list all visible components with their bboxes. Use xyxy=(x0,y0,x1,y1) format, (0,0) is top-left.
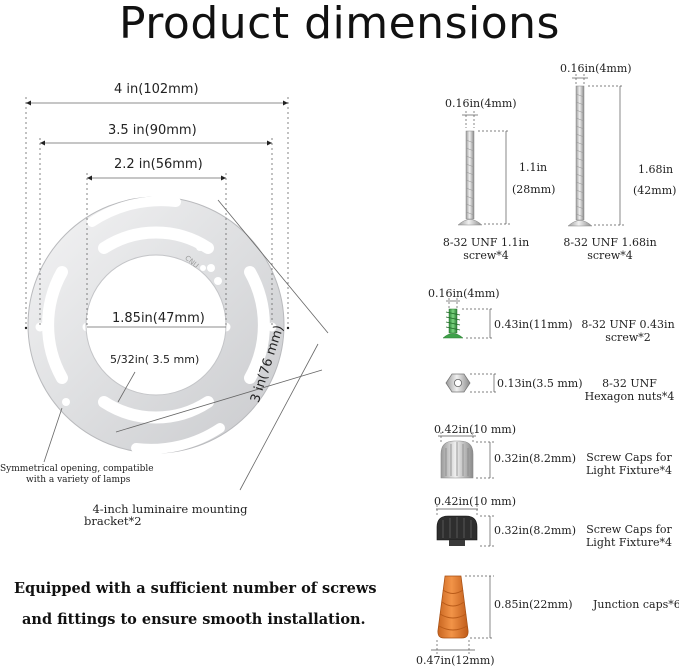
bracket-dimension-lines xyxy=(25,97,329,491)
green-screw-width: 0.16in(4mm) xyxy=(428,287,500,300)
dim-inner-label: 2.2 in(56mm) xyxy=(114,157,203,172)
bracket-dimension-ticks xyxy=(24,100,290,330)
silver-cap-drawing xyxy=(440,440,474,479)
junction-cap-name: Junction caps*6 xyxy=(593,598,679,611)
long-screw-name-line2: screw*4 xyxy=(587,249,633,262)
silver-cap-name-line1: Screw Caps for xyxy=(586,451,672,464)
bracket-note-line2: with a variety of lamps xyxy=(26,475,131,485)
hex-nut-dimension-lines xyxy=(470,373,498,393)
black-cap-name-line2: Light Fixture*4 xyxy=(586,536,672,549)
dim-center-label: 1.85in(47mm) xyxy=(112,311,205,326)
hex-nut-name: 8-32 UNF Hexagon nuts*4 xyxy=(580,377,679,403)
black-cap-width: 0.42in(10 mm) xyxy=(434,495,517,508)
long-screw-name: 8-32 UNF 1.68in screw*4 xyxy=(556,236,664,262)
bracket-caption-line2: bracket*2 xyxy=(84,514,142,528)
short-screw-name-line2: screw*4 xyxy=(463,249,509,262)
bracket-note-line1: Symmetrical opening, compatible xyxy=(0,464,154,474)
long-screw-length-in: 1.68in xyxy=(638,163,674,176)
long-screw-drawing xyxy=(567,85,593,227)
page-title: Product dimensions xyxy=(119,0,560,49)
short-screw-dimension-lines xyxy=(462,111,510,225)
short-screw-length-in: 1.1in xyxy=(519,161,548,174)
tagline-line1: Equipped with a sufficient number of scr… xyxy=(14,580,377,597)
black-cap-name: Screw Caps for Light Fixture*4 xyxy=(579,523,679,549)
bracket-note: Symmetrical opening, compatible with a v… xyxy=(0,464,170,486)
short-screw-width: 0.16in(4mm) xyxy=(445,97,517,110)
green-screw-name: 8-32 UNF 0.43in screw*2 xyxy=(578,318,678,344)
short-screw-drawing xyxy=(457,130,483,226)
long-screw-dimension-lines xyxy=(572,74,624,226)
mounting-bracket xyxy=(27,196,285,454)
bracket-caption-line1: 4-inch luminaire mounting xyxy=(92,502,248,516)
black-cap-drawing xyxy=(436,515,478,546)
green-screw-name-line1: 8-32 UNF 0.43in xyxy=(581,318,675,331)
silver-cap-height: 0.32in(8.2mm) xyxy=(494,452,577,465)
long-screw-name-line1: 8-32 UNF 1.68in xyxy=(563,236,657,249)
silver-cap-dimension-lines xyxy=(438,432,494,479)
dim-outer-label: 4 in(102mm) xyxy=(114,82,199,97)
short-screw-name-line1: 8-32 UNF 1.1in xyxy=(442,236,530,249)
silver-cap-name-line2: Light Fixture*4 xyxy=(586,464,672,477)
black-cap-dimension-lines xyxy=(436,505,494,547)
short-screw-length-mm: (28mm) xyxy=(512,183,556,196)
black-cap-height: 0.32in(8.2mm) xyxy=(494,524,577,537)
hex-nut-size: 0.13in(3.5 mm) xyxy=(497,377,583,390)
dim-mid-label: 3.5 in(90mm) xyxy=(108,123,197,138)
silver-cap-width: 0.42in(10 mm) xyxy=(434,423,517,436)
junction-cap-width: 0.47in(12mm) xyxy=(416,654,495,667)
green-screw-dimension-lines xyxy=(446,298,494,339)
green-screw-drawing xyxy=(442,308,464,339)
black-cap-name-line1: Screw Caps for xyxy=(586,523,672,536)
green-screw-name-line2: screw*2 xyxy=(605,331,651,344)
silver-cap-name: Screw Caps for Light Fixture*4 xyxy=(579,451,679,477)
tagline-line2: and fittings to ensure smooth installati… xyxy=(22,611,366,628)
dim-hole-label: 5/32in( 3.5 mm) xyxy=(110,353,200,366)
junction-cap-height: 0.85in(22mm) xyxy=(494,598,573,611)
short-screw-name: 8-32 UNF 1.1in screw*4 xyxy=(436,236,536,262)
green-screw-length: 0.43in(11mm) xyxy=(494,318,573,331)
junction-cap-dimension-lines xyxy=(431,575,494,654)
junction-cap-drawing xyxy=(437,575,469,639)
bracket-caption: 4-inch luminaire mounting bracket*2 xyxy=(70,503,270,527)
long-screw-width: 0.16in(4mm) xyxy=(560,62,632,75)
hex-nut-name-line2: Hexagon nuts*4 xyxy=(584,390,675,403)
hex-nut-name-line1: 8-32 UNF xyxy=(602,377,657,390)
hex-nut-drawing xyxy=(445,373,471,393)
long-screw-length-mm: (42mm) xyxy=(633,184,677,197)
